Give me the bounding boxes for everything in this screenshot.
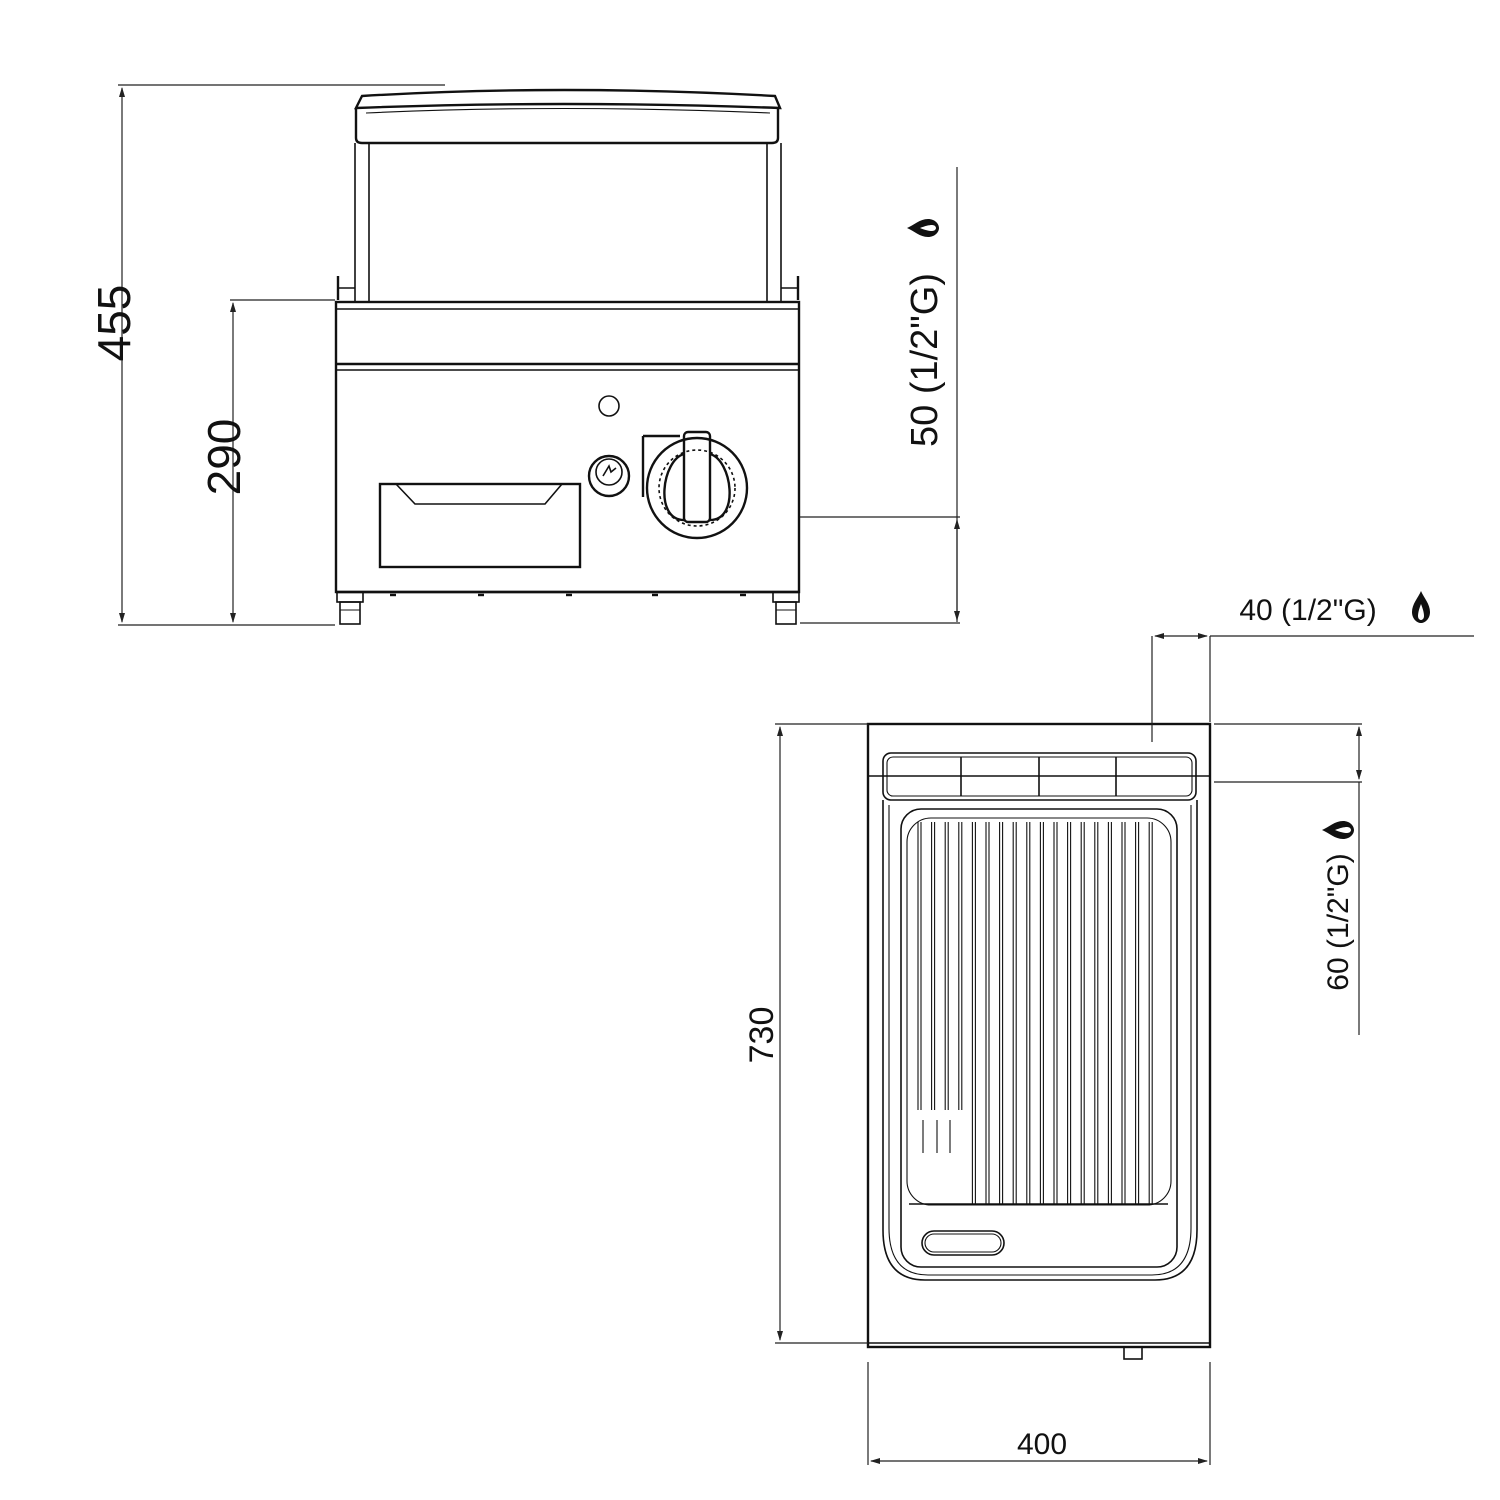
pilot-light-indicator — [598, 395, 620, 417]
dimension-body-height: 290 — [198, 299, 335, 623]
dimension-gas-offset-x: 40 (1/2"G) — [1151, 591, 1474, 742]
front-view: 455 290 — [88, 84, 960, 626]
flame-icon — [1322, 821, 1354, 839]
dimension-gas-height: 50 (1/2"G) — [800, 167, 960, 624]
top-outline — [866, 722, 1212, 1349]
dim-730-label: 730 — [743, 1007, 781, 1064]
dim-455-label: 455 — [88, 285, 140, 362]
grill-plate — [882, 800, 1198, 1281]
dimension-depth: 730 — [743, 723, 868, 1344]
lid — [354, 88, 782, 302]
top-view: 730 400 40 (1/2"G) 60 (1/2"G) — [743, 591, 1474, 1465]
grill-body — [334, 300, 801, 594]
foot-right — [772, 591, 800, 625]
drip-drawer[interactable] — [378, 482, 582, 569]
dim-50-label: 50 (1/2"G) — [904, 273, 946, 447]
dimension-width: 400 — [867, 1362, 1211, 1465]
dimension-total-height: 455 — [88, 84, 445, 626]
drain-slot — [921, 1230, 1005, 1256]
grill-ribs — [917, 822, 1153, 1204]
foot-left — [336, 591, 364, 625]
dim-60-label: 60 (1/2"G) — [1322, 853, 1355, 990]
control-knob[interactable] — [641, 430, 749, 540]
flame-icon — [907, 219, 939, 237]
ignition-button[interactable] — [587, 454, 631, 498]
spark-icon — [602, 464, 617, 477]
splash-guard-rail — [868, 752, 1210, 801]
gas-inlet — [1123, 1346, 1143, 1360]
dim-400-label: 400 — [1017, 1428, 1067, 1461]
hinge-left — [336, 276, 355, 300]
dim-40-label: 40 (1/2"G) — [1239, 594, 1376, 627]
flame-icon — [1412, 591, 1430, 623]
dim-290-label: 290 — [198, 419, 250, 496]
dimension-gas-offset-y: 60 (1/2"G) — [1214, 723, 1362, 1035]
hinge-right — [781, 276, 800, 300]
short-ribs — [922, 1120, 951, 1153]
